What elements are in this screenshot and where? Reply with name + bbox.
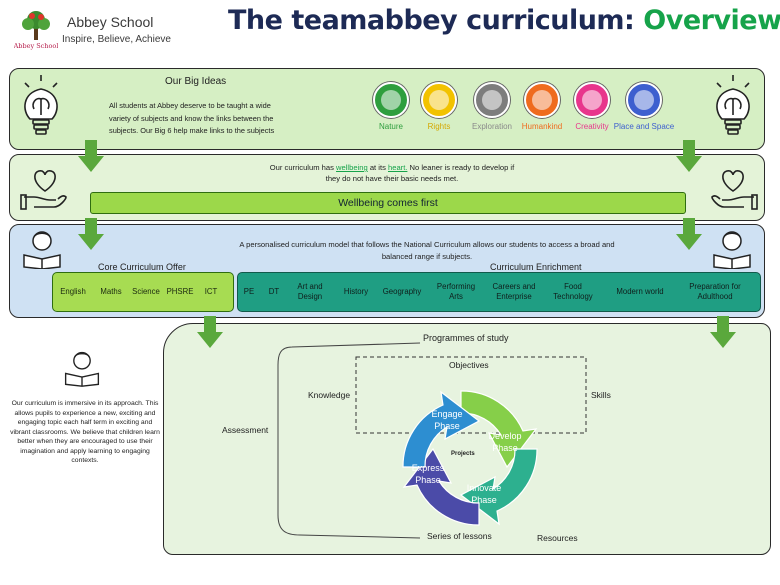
down-arrow-icon <box>676 218 702 250</box>
programmes-title: Programmes of study <box>423 333 509 343</box>
wellbeing-link: wellbeing <box>336 163 368 172</box>
big-idea-label: Nature <box>378 122 403 131</box>
lightbulb-brain-icon <box>712 73 754 144</box>
school-motto: Inspire, Believe, Achieve <box>62 34 171 45</box>
wellbeing-text: Our curriculum has wellbeing at its hear… <box>269 163 515 183</box>
big-idea-exploration: Exploration <box>457 82 527 131</box>
big-idea-nature: Nature <box>356 82 426 131</box>
down-arrow-icon <box>676 140 702 172</box>
logo-text: Abbey School <box>14 42 58 50</box>
big-ideas-text: All students at Abbey deserve to be taug… <box>109 101 275 135</box>
engage-phase-arrow <box>460 390 538 469</box>
enrichment-title: Curriculum Enrichment <box>490 262 582 272</box>
knowledge-label: Knowledge <box>308 390 351 400</box>
programmes-frame <box>277 342 587 539</box>
enrichment-subject: Modern world <box>616 287 664 296</box>
phase-cycle-diagram <box>402 390 538 526</box>
innovate-phase-label: Innovate Phase <box>466 483 502 505</box>
school-name: Abbey School <box>67 14 154 30</box>
express-phase-label: Express Phase <box>411 463 445 485</box>
develop-phase-label: Develop Phase <box>488 431 522 453</box>
big-idea-humankind: Humankind <box>507 82 577 131</box>
down-arrow-icon <box>78 218 104 250</box>
big-idea-label: Place and Space <box>613 122 675 131</box>
projects-label: Projects <box>451 451 475 457</box>
creativity-icon <box>574 82 610 118</box>
enrichment-subject: History <box>343 287 369 296</box>
nature-icon <box>373 82 409 118</box>
innovate-phase-arrow <box>402 447 480 526</box>
core-curriculum-title: Core Curriculum Offer <box>98 262 186 272</box>
reading-child-icon <box>62 349 102 392</box>
personalised-text: A personalised curriculum model that fol… <box>239 240 615 261</box>
exploration-icon <box>474 82 510 118</box>
title-highlight: Overview <box>643 5 780 36</box>
skills-label: Skills <box>591 390 611 400</box>
heart-hand-icon <box>708 163 758 218</box>
heart-hand-icon <box>20 163 70 218</box>
core-subject: Maths <box>100 287 122 296</box>
down-arrow-icon <box>78 140 104 172</box>
develop-phase-arrow <box>459 448 538 526</box>
enrichment-subject: Geography <box>382 287 422 296</box>
resources-label: Resources <box>537 533 578 543</box>
express-phase-arrow <box>402 390 481 468</box>
reading-child-icon <box>20 229 64 274</box>
enrichment-subject: Performing Arts <box>436 282 476 301</box>
title-main: The teamabbey curriculum: <box>228 5 635 36</box>
down-arrow-icon <box>197 316 223 348</box>
humankind-icon <box>524 82 560 118</box>
enrichment-subject: Careers and Enterprise <box>492 282 536 301</box>
core-subject: ICT <box>204 287 218 296</box>
core-subject: English <box>60 287 86 296</box>
lightbulb-brain-icon <box>20 73 62 144</box>
enrichment-subject: Food Technology <box>553 282 593 301</box>
assessment-label: Assessment <box>222 425 269 435</box>
core-subject: PHSRE <box>166 287 194 296</box>
wellbeing-bar: Wellbeing comes first <box>90 192 686 214</box>
big-idea-creativity: Creativity <box>557 82 627 131</box>
enrichment-box <box>237 272 761 312</box>
core-subject: Science <box>132 287 160 296</box>
enrichment-subject: Preparation for Adulthood <box>689 282 741 301</box>
reading-child-icon <box>710 229 754 274</box>
big-idea-label: Humankind <box>521 122 563 131</box>
core-curriculum-box <box>52 272 234 312</box>
enrichment-subject: Art and Design <box>297 282 323 301</box>
big-idea-label: Exploration <box>471 122 513 131</box>
series-label: Series of lessons <box>427 531 492 541</box>
heart-link: heart. <box>388 163 408 172</box>
engage-phase-label: Engage Phase <box>431 409 463 431</box>
school-logo: Abbey School <box>13 8 58 52</box>
page-title: The teamabbey curriculum: Overview <box>228 5 780 36</box>
big-idea-place-and-space: Place and Space <box>609 82 679 131</box>
big-idea-label: Creativity <box>575 122 609 131</box>
objectives-label: Objectives <box>449 360 489 370</box>
rights-icon <box>421 82 457 118</box>
big-ideas-title: Our Big Ideas <box>165 76 227 87</box>
enrichment-subject: DT <box>268 287 280 296</box>
place-and-space-icon <box>626 82 662 118</box>
big-idea-rights: Rights <box>404 82 474 131</box>
enrichment-subject: PE <box>243 287 255 296</box>
big-idea-label: Rights <box>427 122 451 131</box>
immersive-text: Our curriculum is immersive in its appro… <box>10 400 160 464</box>
down-arrow-icon <box>710 316 736 348</box>
